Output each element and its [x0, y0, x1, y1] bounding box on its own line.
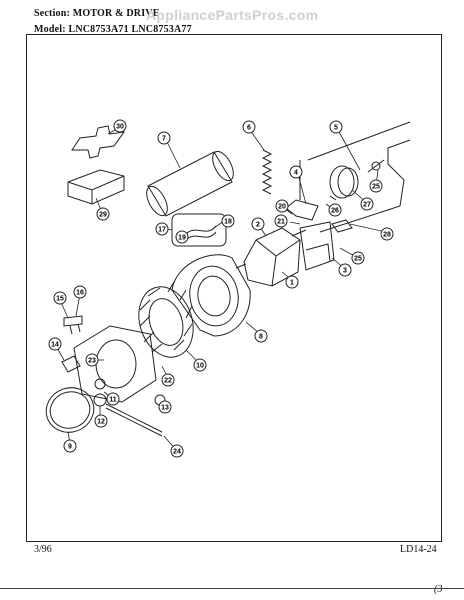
- model-title: Model: LNC8753A71 LNC8753A77: [34, 24, 192, 35]
- callout-21: 21: [274, 214, 288, 228]
- part-spring: [261, 149, 273, 195]
- svg-text:2: 2: [256, 222, 260, 229]
- part-bracket: [71, 125, 126, 159]
- svg-text:30: 30: [116, 124, 124, 131]
- svg-text:10: 10: [196, 363, 204, 370]
- svg-text:7: 7: [162, 136, 166, 143]
- svg-text:23: 23: [88, 358, 96, 365]
- footer-code: LD14-24: [400, 544, 437, 555]
- part-blower-housing: [171, 254, 251, 337]
- callout-balloons: 30 29 7 6 5 4 25 27 26 20 21 28 2 18 17 …: [48, 119, 394, 458]
- svg-text:24: 24: [173, 449, 181, 456]
- callout-30: 30: [113, 119, 127, 133]
- callout-26: 26: [328, 203, 342, 217]
- svg-text:25: 25: [354, 256, 362, 263]
- part-blower-wheel: [138, 286, 194, 358]
- svg-text:29: 29: [99, 212, 107, 219]
- callout-9: 9: [63, 439, 77, 453]
- callout-18: 18: [221, 214, 235, 228]
- callout-14: 14: [48, 337, 62, 351]
- callout-25b: 25: [351, 251, 365, 265]
- svg-text:28: 28: [383, 232, 391, 239]
- callout-19: 19: [175, 230, 189, 244]
- svg-text:27: 27: [363, 202, 371, 209]
- callout-4: 4: [289, 165, 303, 179]
- svg-text:9: 9: [68, 444, 72, 451]
- svg-text:15: 15: [56, 296, 64, 303]
- callout-13: 13: [158, 400, 172, 414]
- part-idler: [299, 121, 411, 233]
- svg-text:1: 1: [290, 280, 294, 287]
- callout-27: 27: [360, 197, 374, 211]
- callout-6: 6: [242, 120, 256, 134]
- diagram-frame: [26, 34, 442, 542]
- svg-text:3: 3: [343, 268, 347, 275]
- callout-1: 1: [285, 275, 299, 289]
- svg-text:14: 14: [51, 342, 59, 349]
- callout-29: 29: [96, 207, 110, 221]
- callout-15: 15: [53, 291, 67, 305]
- svg-text:16: 16: [76, 290, 84, 297]
- svg-text:25: 25: [372, 184, 380, 191]
- svg-text:26: 26: [331, 208, 339, 215]
- bottom-rule: [0, 588, 464, 589]
- part-rod: [105, 403, 163, 437]
- callout-10: 10: [193, 358, 207, 372]
- svg-text:18: 18: [224, 219, 232, 226]
- svg-text:5: 5: [334, 125, 338, 132]
- callout-23: 23: [85, 353, 99, 367]
- footer-date: 3/96: [34, 544, 52, 555]
- svg-text:8: 8: [259, 334, 263, 341]
- svg-text:6: 6: [247, 125, 251, 132]
- callout-17: 17: [155, 222, 169, 236]
- callout-24: 24: [170, 444, 184, 458]
- svg-text:22: 22: [164, 378, 172, 385]
- callout-22: 22: [161, 373, 175, 387]
- svg-text:11: 11: [109, 397, 117, 404]
- callout-20: 20: [275, 199, 289, 213]
- corner-mark: (3: [434, 584, 443, 595]
- callout-16: 16: [73, 285, 87, 299]
- part-pad: [67, 169, 125, 205]
- watermark: AppliancePartsPros.com: [146, 7, 319, 23]
- callout-7: 7: [157, 131, 171, 145]
- svg-text:20: 20: [278, 204, 286, 211]
- part-belt: [147, 151, 233, 217]
- callout-25a: 25: [369, 179, 383, 193]
- part-seal: [45, 387, 95, 433]
- callout-3: 3: [338, 263, 352, 277]
- svg-text:19: 19: [178, 235, 186, 242]
- callout-8: 8: [254, 329, 268, 343]
- callout-11: 11: [106, 392, 120, 406]
- callout-2: 2: [251, 217, 265, 231]
- callout-5: 5: [329, 120, 343, 134]
- svg-text:21: 21: [277, 219, 285, 226]
- part-front-plate: [73, 325, 157, 403]
- svg-text:12: 12: [97, 419, 105, 426]
- svg-text:4: 4: [294, 170, 298, 177]
- svg-text:13: 13: [161, 405, 169, 412]
- part-motor: [243, 227, 301, 287]
- section-title: Section: MOTOR & DRIVE: [34, 8, 160, 19]
- part-clip: [285, 199, 319, 221]
- callout-28: 28: [380, 227, 394, 241]
- callout-12: 12: [94, 414, 108, 428]
- svg-text:17: 17: [158, 227, 166, 234]
